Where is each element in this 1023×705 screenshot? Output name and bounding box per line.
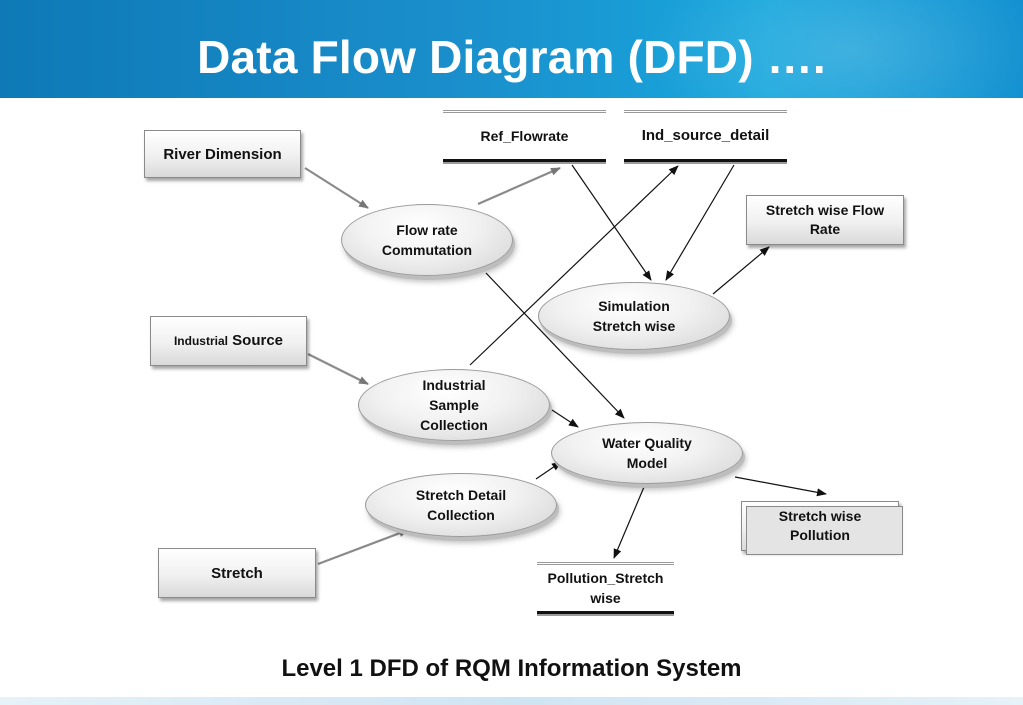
arrow-river-to-flowrate (304, 167, 369, 209)
entity-river-dimension-label: River Dimension (163, 145, 282, 163)
process-stretch-detail-collection-label: Stretch Detail Collection (415, 487, 507, 523)
arrow-ind-to-simulation (665, 164, 735, 281)
arrow-wqm-to-pollution-store (613, 486, 645, 559)
process-industrial-sample-collection: Industrial Sample Collection (358, 369, 550, 441)
arrow-flowrate-to-wqm (485, 272, 625, 419)
store-pollution-stretch-wise: Pollution_Stretch wise (537, 562, 674, 614)
store-pollution-stretch-wise-label: Pollution_Stretch wise (547, 570, 664, 606)
process-flow-rate-commutation-label: Flow rate Commutation (381, 222, 473, 258)
store-ref-flowrate: Ref_Flowrate (443, 110, 606, 162)
slide-title: Data Flow Diagram (DFD) …. (197, 31, 826, 83)
arrow-industrial-to-sample (307, 353, 369, 385)
entity-river-dimension: River Dimension (144, 130, 301, 178)
process-simulation-stretch-wise: Simulation Stretch wise (538, 282, 730, 350)
footer-band (0, 697, 1023, 705)
entity-stretch-wise-flow-rate-label: Stretch wise Flow Rate (765, 202, 885, 237)
entity-industrial-source-label: Industrial Source (174, 331, 283, 351)
entity-stretch: Stretch (158, 548, 316, 598)
process-industrial-sample-collection-label: Industrial Sample Collection (420, 377, 488, 433)
entity-industrial-source-label-large: Source (232, 332, 284, 349)
arrow-flowrate-to-ref (477, 166, 561, 206)
entity-stretch-label: Stretch (211, 564, 263, 582)
arrow-stretch-to-detail (317, 528, 409, 566)
entity-stretch-wise-pollution: Stretch wise Pollution (741, 501, 903, 555)
entity-stretch-wise-flow-rate: Stretch wise Flow Rate (746, 195, 904, 245)
flow-arrows (304, 164, 827, 566)
arrow-simulation-to-flowrate-out (712, 246, 770, 295)
arrow-ref-to-simulation (571, 164, 652, 281)
dfd-diagram: River Dimension Industrial Source Stretc… (0, 98, 1023, 698)
entity-industrial-source-label-small: Industrial (173, 334, 228, 348)
entity-stretch-wise-pollution-label: Stretch wise Pollution (778, 508, 862, 543)
diagram-caption: Level 1 DFD of RQM Information System (281, 655, 742, 682)
entity-industrial-source: Industrial Source (150, 316, 307, 366)
store-ind-source-detail: Ind_source_detail (624, 110, 787, 162)
process-flow-rate-commutation: Flow rate Commutation (341, 204, 513, 276)
process-simulation-stretch-wise-label: Simulation Stretch wise (592, 298, 676, 334)
store-ind-source-detail-label: Ind_source_detail (641, 127, 770, 144)
arrow-wqm-to-pollution-entity (734, 476, 827, 497)
process-water-quality-model: Water Quality Model (551, 422, 743, 484)
arrow-sample-to-ind (469, 165, 679, 366)
store-ref-flowrate-label: Ref_Flowrate (480, 128, 569, 144)
arrow-detail-to-wqm (535, 461, 562, 480)
process-water-quality-model-label: Water Quality Model (602, 435, 692, 471)
slide-header: Data Flow Diagram (DFD) …. (0, 0, 1023, 98)
arrow-sample-to-wqm (551, 409, 579, 428)
process-stretch-detail-collection: Stretch Detail Collection (365, 473, 557, 537)
